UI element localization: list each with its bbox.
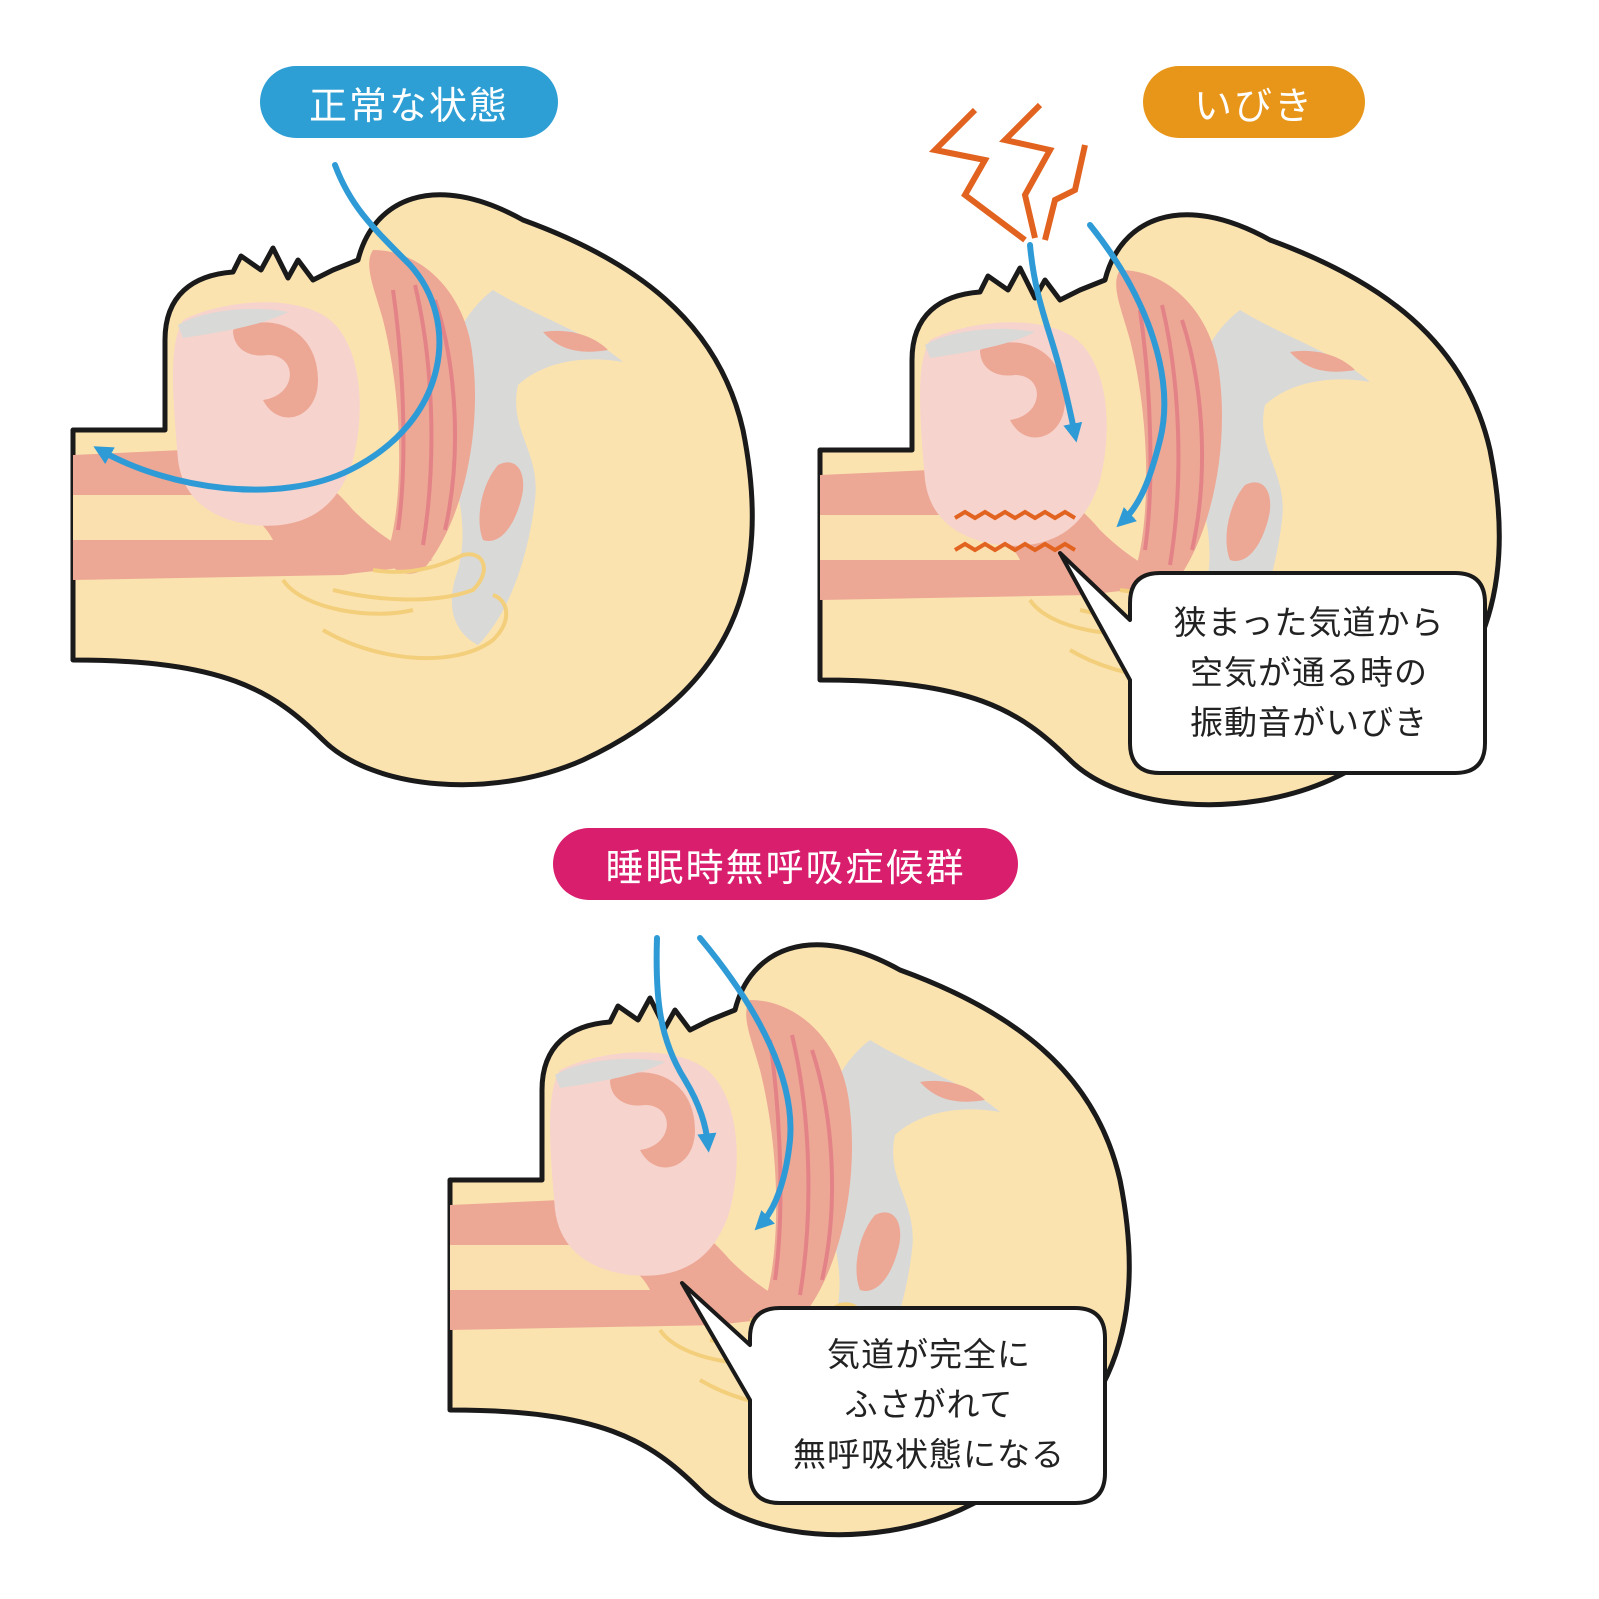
callout-line: 空気が通る時の <box>1190 653 1428 692</box>
callout-line: 気道が完全に <box>827 1335 1031 1374</box>
callout-text-snoring: 狭まった気道から 空気が通る時の 振動音がいびき <box>1140 598 1478 748</box>
callout-text-apnea: 気道が完全に ふさがれて 無呼吸状態になる <box>760 1330 1098 1480</box>
callout-bubble-apnea <box>680 1281 1107 1505</box>
head-normal <box>73 195 752 785</box>
snore-sound-icon <box>928 102 1088 243</box>
label-snoring: いびき <box>1143 66 1365 138</box>
airflow-arrow-normal <box>93 162 443 493</box>
label-apnea: 睡眠時無呼吸症候群 <box>553 828 1018 900</box>
callout-line: 無呼吸状態になる <box>793 1435 1065 1474</box>
vibration-zigzag-icon <box>953 509 1077 553</box>
panel-snoring <box>820 102 1499 805</box>
panel-apnea <box>450 935 1129 1535</box>
panel-normal <box>73 162 752 785</box>
airflow-arrow-nose-apnea <box>697 935 794 1231</box>
callout-line: ふさがれて <box>844 1385 1014 1424</box>
airflow-arrow-mouth-apnea <box>653 935 717 1153</box>
callout-bubble-snoring <box>1058 551 1487 775</box>
callout-line: 振動音がいびき <box>1190 703 1428 742</box>
label-normal: 正常な状態 <box>260 66 558 138</box>
airflow-arrow-nose-snoring <box>1087 222 1168 528</box>
airflow-arrow-mouth-snoring <box>1027 242 1083 443</box>
callout-line: 狭まった気道から <box>1173 603 1445 642</box>
